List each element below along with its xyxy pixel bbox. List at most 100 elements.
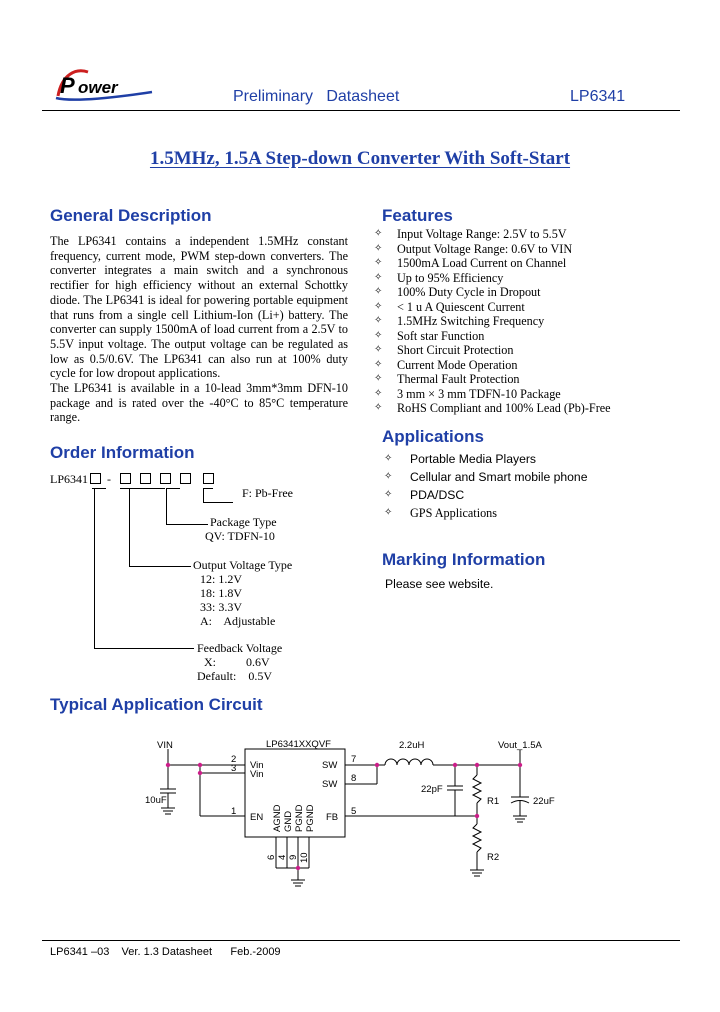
code-box <box>180 473 192 484</box>
order-code-dash: - <box>107 472 112 486</box>
r1-label: R1 <box>487 796 499 807</box>
feature-item: ✧100% Duty Cycle in Dropout <box>374 285 541 299</box>
order-tick <box>203 488 213 489</box>
sw-pin-label: SW <box>322 779 337 790</box>
order-branch-line <box>94 648 194 649</box>
bullet-icon: ✧ <box>374 242 383 254</box>
feature-item: ✧Current Mode Operation <box>374 357 518 372</box>
order-branch-line <box>203 502 233 503</box>
input-cap-label: 10uF <box>145 795 167 806</box>
application-item: ✧Cellular and Smart mobile phone <box>384 470 588 484</box>
power-logo: P ower <box>55 69 153 101</box>
header-doc-type: Preliminary Datasheet <box>233 88 400 105</box>
order-branch-line <box>203 488 204 502</box>
order-pbfree: F: Pb-Free <box>242 486 293 500</box>
order-tick <box>120 488 165 489</box>
order-fb-label: Feedback Voltage <box>197 641 283 655</box>
pin-number: 1 <box>231 806 236 817</box>
pgnd-pin-label: PGND <box>294 804 305 832</box>
code-box <box>160 473 172 484</box>
chip-label: LP6341XXQVF <box>266 739 331 750</box>
order-output-label: Output Voltage Type <box>193 558 293 572</box>
applications-list: ✧Portable Media Players ✧Cellular and Sm… <box>384 450 588 522</box>
page-title: 1.5MHz, 1.5A Step-down Converter With So… <box>149 148 571 169</box>
bullet-icon: ✧ <box>374 257 383 268</box>
bullet-icon: ✧ <box>374 344 383 355</box>
pin-number: 3 <box>231 763 236 774</box>
code-box <box>90 473 102 484</box>
gnd-pin-label: GND <box>283 811 294 832</box>
order-package-value: QV: TDFN-10 <box>205 529 275 543</box>
application-item: ✧GPS Applications <box>384 506 498 520</box>
vin-pin-label: Vin <box>250 769 264 780</box>
order-package-label: Package Type <box>210 515 277 529</box>
pin-number: 5 <box>351 806 356 817</box>
bullet-icon: ✧ <box>384 453 393 464</box>
bullet-icon: ✧ <box>374 300 383 312</box>
sw-pin-label: SW <box>322 760 337 771</box>
bullet-icon: ✧ <box>374 315 383 326</box>
order-tick <box>166 488 180 489</box>
bullet-icon: ✧ <box>374 286 383 297</box>
bullet-icon: ✧ <box>374 228 383 239</box>
header-part-number: LP6341 <box>570 88 626 105</box>
pgnd-pin-label: PGND <box>305 804 316 832</box>
feature-item: ✧Soft star Function <box>374 328 485 343</box>
feature-item: ✧Output Voltage Range: 0.6V to VIN <box>374 241 573 256</box>
features-list: ✧Input Voltage Range: 2.5V to 5.5V ✧Outp… <box>374 227 611 416</box>
marking-text: Please see website. <box>385 577 494 591</box>
bullet-icon: ✧ <box>384 507 393 518</box>
inductor-label: 2.2uH <box>399 740 424 751</box>
applications-heading: Applications <box>382 427 485 446</box>
vout-label: Vout_1.5A <box>498 740 543 751</box>
feature-item: ✧1.5MHz Switching Frequency <box>374 314 545 328</box>
order-branch-line <box>129 488 130 566</box>
application-item: ✧PDA/DSC <box>384 488 465 502</box>
order-branch-line <box>129 566 191 567</box>
order-output-33: 33: 3.3V <box>200 600 242 614</box>
order-information-heading: Order Information <box>50 443 195 462</box>
bullet-icon: ✧ <box>374 358 383 370</box>
code-box <box>203 473 215 484</box>
bullet-icon: ✧ <box>374 373 383 384</box>
pin-number: 6 <box>266 855 277 860</box>
bullet-icon: ✧ <box>384 489 393 500</box>
pin-number: 4 <box>277 855 288 860</box>
feature-item: ✧RoHS Compliant and 100% Lead (Pb)-Free <box>374 401 611 415</box>
bullet-icon: ✧ <box>384 471 393 482</box>
feature-item: ✧Thermal Fault Protection <box>374 372 520 386</box>
pin-number: 10 <box>299 852 310 863</box>
vin-label: VIN <box>157 740 173 751</box>
general-description-paragraph: The LP6341 is available in a 10-lead 3mm… <box>50 381 348 425</box>
r2-label: R2 <box>487 852 499 863</box>
svg-text:P: P <box>60 73 75 98</box>
general-description-text: The LP6341 contains a independent 1.5MHz… <box>50 234 348 425</box>
code-box <box>120 473 132 484</box>
features-heading: Features <box>382 206 453 225</box>
fb-pin-label: FB <box>326 812 338 823</box>
svg-text:ower: ower <box>78 78 119 97</box>
feature-item: ✧Short Circuit Protection <box>374 343 514 357</box>
order-output-12: 12: 1.2V <box>200 572 242 586</box>
pin-number: 8 <box>351 773 356 784</box>
application-circuit-schematic: LP6341XXQVF VIN Vin Vin SW SW EN FB 2 3 … <box>145 739 555 887</box>
bullet-icon: ✧ <box>374 271 383 283</box>
footer-rule <box>42 940 680 941</box>
order-fb-default: Default: 0.5V <box>197 669 272 683</box>
agnd-pin-label: AGND <box>272 804 283 832</box>
en-pin-label: EN <box>250 812 263 823</box>
marking-heading: Marking Information <box>382 550 546 569</box>
pin-number: 9 <box>288 855 299 860</box>
order-branch-line <box>166 488 167 524</box>
bullet-icon: ✧ <box>374 387 383 399</box>
feature-item: ✧1500mA Load Current on Channel <box>374 256 567 270</box>
footer-text: LP6341 –03 Ver. 1.3 Datasheet Feb.-2009 <box>50 946 281 958</box>
general-description-paragraph: The LP6341 contains a independent 1.5MHz… <box>50 234 348 381</box>
header-rule <box>42 110 680 111</box>
order-branch-line <box>166 524 208 525</box>
pin-number: 7 <box>351 754 356 765</box>
bullet-icon: ✧ <box>374 329 383 341</box>
output-cap-label: 22uF <box>533 796 555 807</box>
order-tick <box>92 488 106 489</box>
order-code-prefix: LP6341 <box>50 472 89 486</box>
